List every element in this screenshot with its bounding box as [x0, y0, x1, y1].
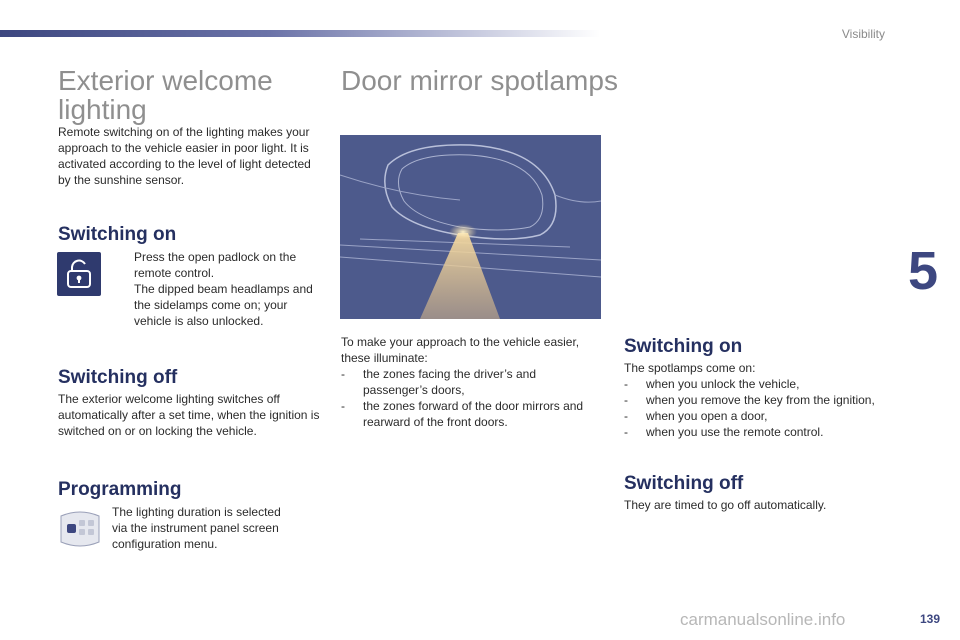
spotlamps-on-intro: The spotlamps come on:	[624, 361, 756, 375]
programming-text: The lighting duration is selected via th…	[112, 505, 281, 551]
title-line-1: Exterior welcome	[58, 65, 273, 96]
switching-off-heading-left: Switching off	[58, 367, 178, 388]
spotlamps-description: To make your approach to the vehicle eas…	[341, 334, 596, 430]
section-label: Visibility	[841, 27, 885, 41]
switching-off-text-right: They are timed to go off automatically.	[624, 498, 827, 512]
instrument-panel-buttons-icon	[57, 510, 103, 548]
page-title-exterior-welcome: Exterior welcome lighting	[58, 66, 328, 124]
spotlamps-switching-on: The spotlamps come on: when you unlock t…	[624, 360, 894, 440]
spotlamps-on-list: when you unlock the vehicle, when you re…	[624, 376, 894, 440]
switching-off-text-left: The exterior welcome lighting switches o…	[58, 392, 320, 438]
watermark: carmanualsonline.info	[680, 610, 846, 629]
switching-on-heading-left: Switching on	[58, 224, 177, 245]
page-number: 139	[919, 612, 940, 626]
page-title-door-mirror: Door mirror spotlamps	[341, 65, 618, 96]
chapter-number: 5	[907, 241, 938, 301]
switching-on-line2: The dipped beam headlamps and the sidela…	[134, 282, 313, 328]
list-item: the zones facing the driver’s and passen…	[341, 366, 596, 398]
spotlamps-zone-list: the zones facing the driver’s and passen…	[341, 366, 596, 430]
padlock-open-icon	[57, 252, 101, 296]
list-item: when you use the remote control.	[624, 424, 894, 440]
list-item: when you open a door,	[624, 408, 894, 424]
switching-on-instructions: Press the open padlock on the remote con…	[134, 249, 319, 329]
switching-on-line1: Press the open padlock on the remote con…	[134, 250, 297, 280]
door-mirror-spotlamp-illustration	[340, 135, 601, 319]
list-item: when you remove the key from the ignitio…	[624, 392, 894, 408]
header-gradient-bar	[0, 30, 600, 37]
spotlamps-intro: To make your approach to the vehicle eas…	[341, 335, 580, 365]
programming-heading: Programming	[58, 479, 182, 500]
title-line-2: lighting	[58, 94, 147, 125]
welcome-intro-text: Remote switching on of the lighting make…	[58, 125, 311, 187]
list-item: when you unlock the vehicle,	[624, 376, 894, 392]
switching-off-heading-right: Switching off	[624, 473, 744, 494]
switching-on-heading-right: Switching on	[624, 336, 743, 357]
list-item: the zones forward of the door mirrors an…	[341, 398, 596, 430]
